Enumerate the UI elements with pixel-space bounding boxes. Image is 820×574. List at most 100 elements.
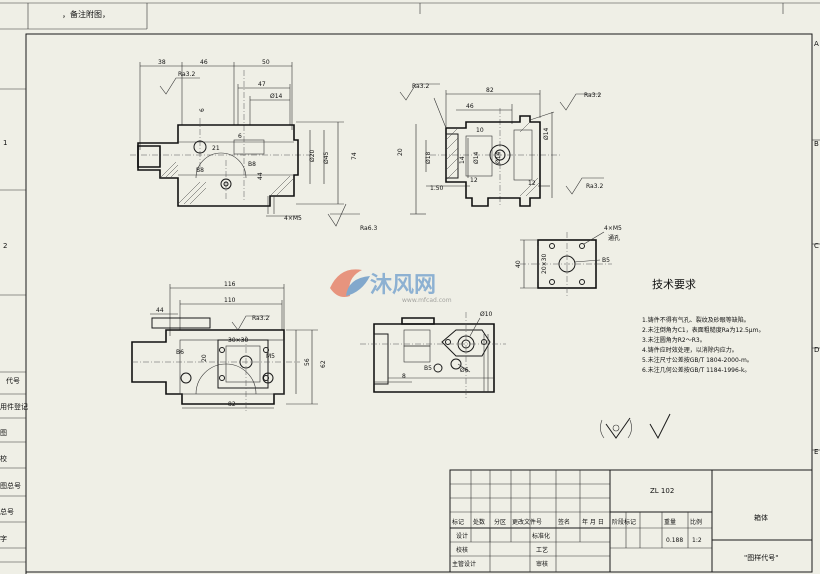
title-stage-scale: 比例 — [690, 518, 702, 526]
front-dim-50: 50 — [262, 59, 270, 66]
tech-req-item-6: 6.未注几何公差按GB/T 1184-1996-k。 — [642, 366, 750, 374]
flange-through-hole: 通孔 — [608, 234, 620, 242]
title-part-name: 箱体 — [754, 513, 768, 522]
side-ra32-c: Ra3.2 — [586, 183, 603, 190]
front-dim-6a: 6 — [199, 108, 206, 112]
right-dim-8: 8 — [402, 373, 406, 380]
top-dim-20: 20 — [201, 354, 208, 362]
front-ra32: Ra3.2 — [178, 71, 195, 78]
side-dim-12b: 12 — [528, 180, 536, 187]
top-dim-110: 110 — [224, 297, 236, 304]
title-stage-mark: 阶段标记 — [612, 518, 636, 526]
title-header-mark: 标记 — [452, 518, 464, 526]
side-dim-150: 1.50 — [430, 185, 444, 192]
front-dim-b8b: B8 — [248, 161, 256, 168]
side-dim-10: 10 — [476, 127, 484, 134]
top-left-label: ，备注附图， — [62, 9, 110, 19]
title-row-chief-design: 主管设计 — [452, 560, 476, 568]
border-letter-b: B — [814, 140, 819, 148]
title-header-date: 年 月 日 — [582, 518, 604, 526]
side-dim-d14-top: Ø14 — [543, 127, 550, 140]
tech-req-item-1: 1.铸件不得有气孔、裂纹及砂眼等缺陷。 — [642, 316, 750, 324]
flange-dim-20x30: 20×30 — [541, 254, 548, 274]
general-roughness-symbol — [600, 413, 671, 440]
flange-view — [520, 231, 612, 296]
tech-req-item-4: 4.铸件应时效处理，以消除内应力。 — [642, 346, 738, 354]
border-letter-e: E — [814, 448, 818, 456]
side-dim-46: 46 — [466, 103, 474, 110]
strip-label-5: 总号 — [0, 507, 14, 516]
front-dim-b8a: B8 — [196, 167, 204, 174]
side-dim-d14-hole: Ø14 — [495, 151, 502, 164]
border-letter-d: D — [814, 346, 819, 354]
title-drawing-code: ZL 102 — [650, 487, 674, 495]
border-letter-c: C — [814, 242, 819, 250]
title-row-process: 工艺 — [536, 546, 548, 554]
top-view — [131, 284, 318, 412]
front-dim-47: 47 — [258, 81, 266, 88]
side-dim-20: 20 — [397, 148, 404, 156]
title-header-zone: 分区 — [494, 518, 506, 526]
title-header-count: 处数 — [473, 518, 485, 526]
top-dim-116: 116 — [224, 281, 236, 288]
watermark-text: 沐风网 — [370, 273, 436, 298]
title-row-check: 校核 — [456, 546, 468, 554]
side-dim-82: 82 — [486, 87, 494, 94]
flange-dim-40: 40 — [515, 260, 522, 268]
tech-req-item-5: 5.未注尺寸公差按GB/T 1804-2000-m。 — [642, 356, 753, 364]
top-dim-82: 82 — [228, 401, 236, 408]
front-dim-21: 21 — [212, 145, 220, 152]
side-dim-14: 14 — [459, 156, 466, 164]
front-dim-d20: Ø20 — [309, 149, 316, 162]
front-dim-74: 74 — [351, 152, 358, 160]
flange-dim-b5: B5 — [602, 257, 610, 264]
front-dim-6b: 6 — [238, 133, 242, 140]
right-view — [360, 312, 506, 400]
strip-label-6: 字 — [0, 534, 7, 543]
title-row-review: 审核 — [536, 560, 548, 568]
title-row-standardization: 标准化 — [532, 532, 550, 540]
top-dim-44: 44 — [156, 307, 164, 314]
side-ra32-b: Ra3.2 — [584, 92, 601, 99]
front-dim-4m5: 4×M5 — [284, 215, 302, 222]
strip-label-1: 用件登记 — [0, 402, 28, 411]
tech-req-item-3: 3.未注圆角为R2～R3。 — [642, 336, 706, 344]
side-dim-d14-mid: Ø14 — [473, 151, 480, 164]
tech-req-item-2: 2.未注倒角为C1，表面粗糙度Ra为12.5μm。 — [642, 326, 764, 334]
front-dim-d14: Ø14 — [270, 93, 283, 100]
front-dim-44: 44 — [257, 172, 264, 180]
front-ra63: Ra6.3 — [360, 225, 377, 232]
top-dim-30x30: 30×30 — [228, 337, 248, 344]
border-number-1: 1 — [3, 139, 7, 147]
title-block — [449, 469, 813, 573]
title-weight: 0.188 — [666, 537, 683, 544]
front-dim-46: 46 — [200, 59, 208, 66]
title-stage-weight: 重量 — [664, 518, 676, 526]
strip-label-4: 图总号 — [0, 481, 21, 490]
side-dim-d18: Ø18 — [425, 151, 432, 164]
top-dim-m5: M5 — [266, 353, 275, 360]
side-section-view — [399, 83, 604, 215]
front-dim-d45: Ø45 — [323, 151, 330, 164]
strip-label-3: 校 — [0, 454, 7, 463]
watermark-logo: 沐风网 www.mfcad.com — [330, 269, 452, 304]
front-dim-38: 38 — [158, 59, 166, 66]
title-header-change-doc: 更改文件号 — [512, 518, 542, 526]
right-dim-b5: B5 — [424, 365, 432, 372]
border-letter-a: A — [814, 40, 819, 48]
right-dim-d6: Ø6 — [460, 367, 469, 374]
watermark-url: www.mfcad.com — [402, 297, 452, 304]
strip-label-0: 代号 — [6, 376, 20, 385]
flange-dim-4m5: 4×M5 — [604, 225, 622, 232]
strip-label-2: 图 — [0, 429, 7, 437]
side-dim-12a: 12 — [470, 177, 478, 184]
front-view — [130, 62, 360, 227]
border-number-2: 2 — [3, 242, 7, 250]
top-dim-62: 62 — [320, 360, 327, 368]
title-row-design: 设计 — [456, 532, 468, 540]
side-ra32-a: Ra3.2 — [412, 83, 429, 90]
title-scale: 1:2 — [692, 537, 702, 544]
title-drawing-number: "图样代号" — [744, 553, 778, 562]
